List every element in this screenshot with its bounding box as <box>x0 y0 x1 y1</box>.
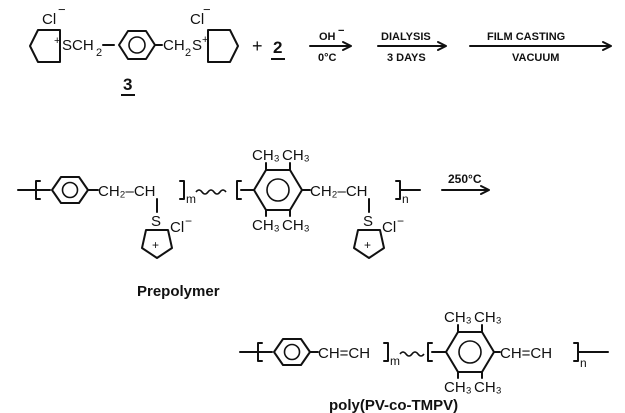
step1-oh-charge: − <box>338 25 344 37</box>
co-tetramethylbenzene-ring <box>445 331 495 373</box>
co-phenylene-aromatic-circle <box>283 343 301 361</box>
co-subscript-n: n <box>580 356 587 370</box>
co-methyl-bl: CH₃ <box>444 379 472 396</box>
right-cl-anion: Cl <box>190 11 204 28</box>
step1-temperature: 0°C <box>318 52 337 64</box>
plus-sign: + <box>252 36 263 56</box>
pre-chloride-2: Cl <box>382 219 396 236</box>
pre-sulfur-1: S <box>151 213 161 230</box>
left-cl-anion: Cl <box>42 11 56 28</box>
prepolymer-label: Prepolymer <box>137 283 220 300</box>
co-subscript-m: m <box>390 354 400 368</box>
pre-sulfonium-ring-2 <box>353 229 385 259</box>
right-s: S <box>192 37 202 54</box>
step3-film-casting: FILM CASTING <box>487 31 565 43</box>
monomer-3: Cl − + SCH 2 CH 2 S + Cl − 3 <box>29 2 239 96</box>
co-methyl-tr: CH₃ <box>474 309 502 326</box>
copolymer-structure: CH=CH m CH₃ CH₃ CH₃ CH₃ CH=CH n poly(PV-… <box>239 309 609 413</box>
pre-methyl-tl: CH₃ <box>252 147 280 164</box>
pre-heat-temperature: 250°C <box>448 172 482 186</box>
pre-subscript-m: m <box>186 192 196 206</box>
pre-sulfonium-2-plus: + <box>364 238 371 252</box>
pre-bracket-n-open <box>236 180 242 200</box>
reaction-conditions: + 2 OH − 0°C DIALYSIS 3 DAYS FILM CASTIN… <box>252 25 612 64</box>
right-cl-charge: − <box>203 2 211 17</box>
pre-phenylene-ring <box>51 176 89 204</box>
pre-subscript-n: n <box>402 192 409 206</box>
prepolymer-structure: CH₂–CH m S Cl − + CH₃ CH₃ CH₃ CH₃ CH₂–CH… <box>17 147 490 300</box>
co-bracket-m-open <box>257 342 263 362</box>
co-random-copolymer-link <box>399 351 425 357</box>
co-methyl-tl: CH₃ <box>444 309 472 326</box>
pre-ch2-ch-m: CH₂–CH <box>98 183 156 200</box>
pre-sulfonium-1-plus: + <box>152 238 159 252</box>
central-benzene-ring <box>118 30 156 60</box>
step3-vacuum: VACUUM <box>512 52 559 64</box>
pre-bracket-m-close <box>179 180 185 200</box>
co-bracket-n-open <box>427 342 433 362</box>
pre-chloride-1-charge: − <box>185 214 192 228</box>
co-tetramethylbenzene-aromatic-circle <box>458 340 482 364</box>
pre-methyl-br: CH₃ <box>282 217 310 234</box>
right-ch2-subscript: 2 <box>185 47 191 59</box>
right-thiolane-ring <box>207 29 239 63</box>
pre-bracket-m-open <box>35 180 41 200</box>
step2-arrow-head <box>437 41 447 51</box>
right-ch2: CH <box>163 37 185 54</box>
co-vinylene-m: CH=CH <box>318 345 370 362</box>
monomer-label: 3 <box>123 75 132 94</box>
pre-random-copolymer-link <box>195 189 227 195</box>
co-phenylene-ring <box>273 338 311 366</box>
step1-arrow-head <box>342 41 352 51</box>
pre-chloride-2-charge: − <box>397 214 404 228</box>
pre-tetramethylbenzene-aromatic-circle <box>266 178 290 202</box>
left-cl-charge: − <box>58 2 66 17</box>
step2-dialysis: DIALYSIS <box>381 31 431 43</box>
pre-heat-arrow-head <box>480 185 490 195</box>
pre-sulfur-2: S <box>363 213 373 230</box>
left-sch2-subscript: 2 <box>96 47 102 59</box>
left-s-plus: + <box>54 35 60 47</box>
central-benzene-aromatic-circle <box>128 36 146 54</box>
reagent-2: 2 <box>273 38 282 57</box>
left-sch2: SCH <box>62 37 94 54</box>
pre-tetramethylbenzene-ring <box>253 169 303 211</box>
co-bracket-m-close <box>383 342 389 362</box>
step2-duration: 3 DAYS <box>387 52 426 64</box>
step1-reagent-oh: OH <box>319 31 336 43</box>
pre-ch2-ch-n: CH₂–CH <box>310 183 368 200</box>
pre-methyl-tr: CH₃ <box>282 147 310 164</box>
pre-phenylene-aromatic-circle <box>61 181 79 199</box>
right-s-plus: + <box>202 34 208 46</box>
left-thiolane-ring <box>29 29 61 63</box>
co-vinylene-n: CH=CH <box>500 345 552 362</box>
pre-chloride-1: Cl <box>170 219 184 236</box>
step3-arrow-head <box>602 41 612 51</box>
pre-methyl-bl: CH₃ <box>252 217 280 234</box>
co-methyl-br: CH₃ <box>474 379 502 396</box>
pre-sulfonium-ring-1 <box>141 229 173 259</box>
copolymer-label: poly(PV-co-TMPV) <box>329 397 458 413</box>
